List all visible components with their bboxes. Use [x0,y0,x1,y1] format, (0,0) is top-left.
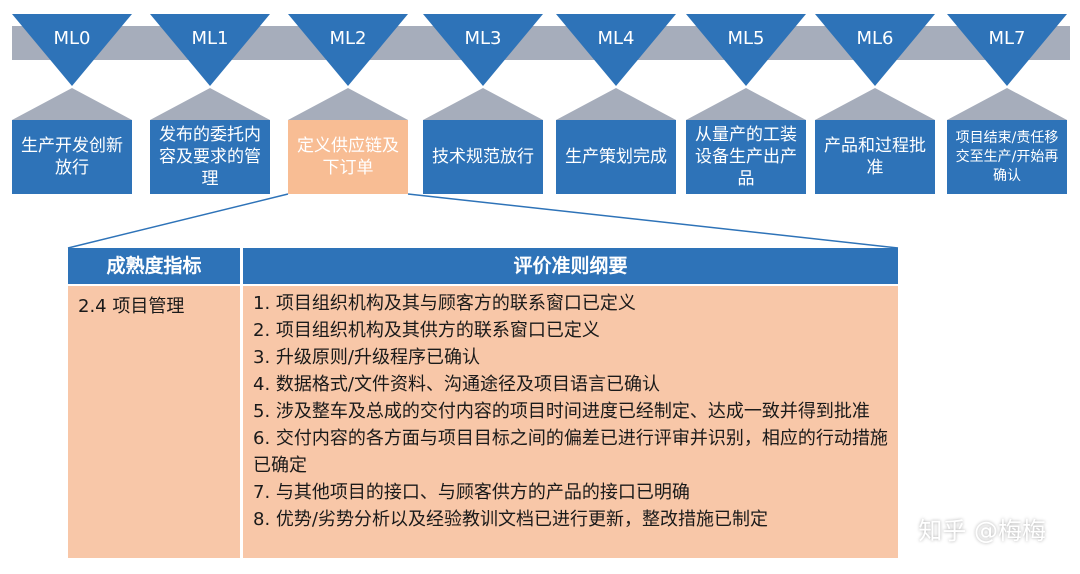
milestone-box-highlighted: 定义供应链及下订单 [288,120,408,194]
milestone-box: 技术规范放行 [423,120,543,194]
criteria-cell: 1. 项目组织机构及其与顾客方的联系窗口已定义 2. 项目组织机构及其供方的联系… [243,286,898,558]
milestone-ml2: ML2 定义供应链及下订单 [288,14,408,194]
milestone-ml1: ML1 发布的委托内容及要求的管理 [150,14,270,194]
criterion-item: 7. 与其他项目的接口、与顾客供方的产品的接口已明确 [253,482,690,503]
criterion-item: 3. 升级原则/升级程序已确认 [253,347,480,368]
milestone-code: ML5 [727,28,765,49]
header-criteria: 评价准则纲要 [243,248,898,284]
milestone-marker-down [288,14,408,86]
criterion-item: 4. 数据格式/文件资料、沟通途径及项目语言已确认 [253,374,660,395]
milestone-marker-up [150,88,270,120]
milestone-code: ML1 [191,28,229,49]
criterion-item: 5. 涉及整车及总成的交付内容的项目时间进度已经制定、达成一致并得到批准 [253,401,870,422]
milestone-box: 生产开发创新放行 [12,120,132,194]
milestone-box: 发布的委托内容及要求的管理 [150,120,270,194]
milestone-box: 从量产的工装设备生产出产品 [686,120,806,194]
milestone-marker-down [556,14,676,86]
milestone-code: ML0 [53,28,91,49]
milestone-marker-up [556,88,676,120]
criterion-item: 6. 交付内容的各方面与项目目标之间的偏差已进行评审并识别，相应的行动措施已确定 [253,428,888,476]
milestone-marker-down [815,14,935,86]
milestone-ml0: ML0 生产开发创新放行 [12,14,132,194]
milestone-code: ML2 [329,28,367,49]
milestone-marker-up [815,88,935,120]
criteria-table: 成熟度指标 评价准则纲要 2.4 项目管理 1. 项目组织机构及其与顾客方的联系… [68,248,898,558]
milestone-code: ML7 [988,28,1026,49]
indicator-text: 2.4 项目管理 [78,296,185,317]
milestone-box: 生产策划完成 [556,120,676,194]
milestone-ml4: ML4 生产策划完成 [556,14,676,194]
milestone-code: ML4 [597,28,635,49]
milestone-marker-down [947,14,1067,86]
milestone-marker-up [947,88,1067,120]
milestone-code: ML3 [464,28,502,49]
milestone-ml3: ML3 技术规范放行 [423,14,543,194]
milestone-box: 项目结束/责任移交至生产/开始再确认 [947,120,1067,194]
header-indicator: 成熟度指标 [68,248,240,284]
milestone-box: 产品和过程批准 [815,120,935,194]
watermark: 知乎 @梅梅 [918,517,1046,545]
milestone-marker-down [150,14,270,86]
milestone-marker-up [288,88,408,120]
milestone-ml6: ML6 产品和过程批准 [815,14,935,194]
milestone-code: ML6 [856,28,894,49]
indicator-cell: 2.4 项目管理 [68,286,240,558]
milestone-marker-down [686,14,806,86]
milestone-ml7: ML7 项目结束/责任移交至生产/开始再确认 [947,14,1067,194]
milestone-marker-down [423,14,543,86]
criterion-item: 8. 优势/劣势分析以及经验教训文档已进行更新，整改措施已制定 [253,509,768,530]
milestone-marker-up [686,88,806,120]
criterion-item: 1. 项目组织机构及其与顾客方的联系窗口已定义 [253,293,636,314]
milestone-ml5: ML5 从量产的工装设备生产出产品 [686,14,806,194]
milestone-marker-down [12,14,132,86]
milestone-marker-up [423,88,543,120]
criterion-item: 2. 项目组织机构及其供方的联系窗口已定义 [253,320,600,341]
milestone-marker-up [12,88,132,120]
